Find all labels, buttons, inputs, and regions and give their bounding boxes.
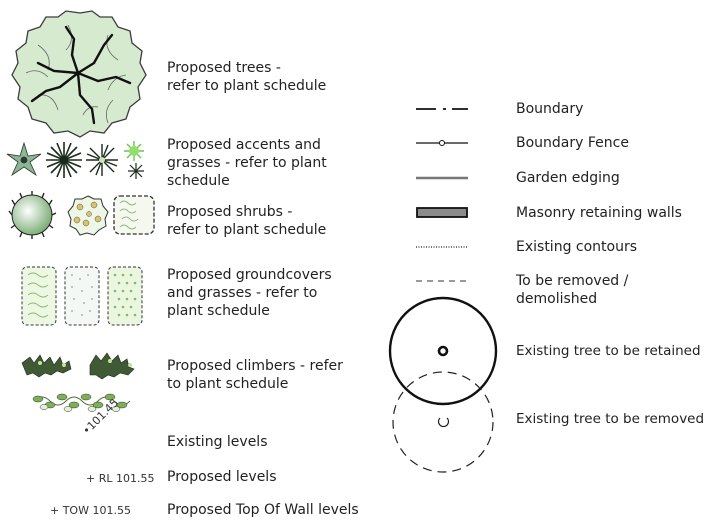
label-proposed-climbers: Proposed climbers - refer to plant sched… — [167, 358, 343, 392]
label-existing-contours: Existing contours — [516, 239, 638, 255]
label-proposed-shrubs: Proposed shrubs - refer to plant schedul… — [167, 204, 327, 238]
proposed-climbers-symbol — [21, 352, 135, 412]
label-tree-removed: Existing tree to be removed — [516, 411, 705, 427]
boundary-fence-symbol — [416, 140, 468, 146]
label-tow-levels: Proposed Top Of Wall levels — [167, 502, 359, 518]
to-be-removed-symbol — [416, 280, 468, 282]
proposed-level-sample: + RL 101.55 — [86, 472, 155, 485]
boundary-line-symbol — [416, 108, 468, 110]
existing-contours-symbol — [416, 246, 468, 248]
tow-level-sample: + TOW 101.55 — [50, 504, 131, 517]
label-existing-levels: Existing levels — [167, 434, 268, 450]
masonry-wall-symbol — [416, 207, 468, 218]
proposed-shrubs-symbol — [8, 191, 155, 239]
existing-tree-retained-symbol — [388, 296, 498, 406]
label-boundary-fence: Boundary Fence — [516, 135, 629, 151]
label-proposed-accents: Proposed accents and grasses - refer to … — [167, 137, 327, 189]
label-to-be-removed: To be removed / demolished — [516, 273, 629, 307]
label-proposed-trees: Proposed trees - refer to plant schedule — [167, 60, 327, 94]
label-proposed-groundcovers: Proposed groundcovers and grasses - refe… — [167, 267, 332, 319]
label-masonry-walls: Masonry retaining walls — [516, 205, 682, 221]
proposed-groundcovers-symbol — [21, 266, 143, 326]
label-proposed-levels: Proposed levels — [167, 469, 277, 485]
label-boundary: Boundary — [516, 101, 584, 117]
garden-edging-symbol — [416, 176, 468, 180]
existing-tree-removed-symbol — [392, 371, 494, 473]
proposed-accents-symbol — [6, 141, 144, 179]
label-tree-retained: Existing tree to be retained — [516, 343, 701, 359]
label-garden-edging: Garden edging — [516, 170, 620, 186]
proposed-tree-symbol — [11, 10, 147, 138]
